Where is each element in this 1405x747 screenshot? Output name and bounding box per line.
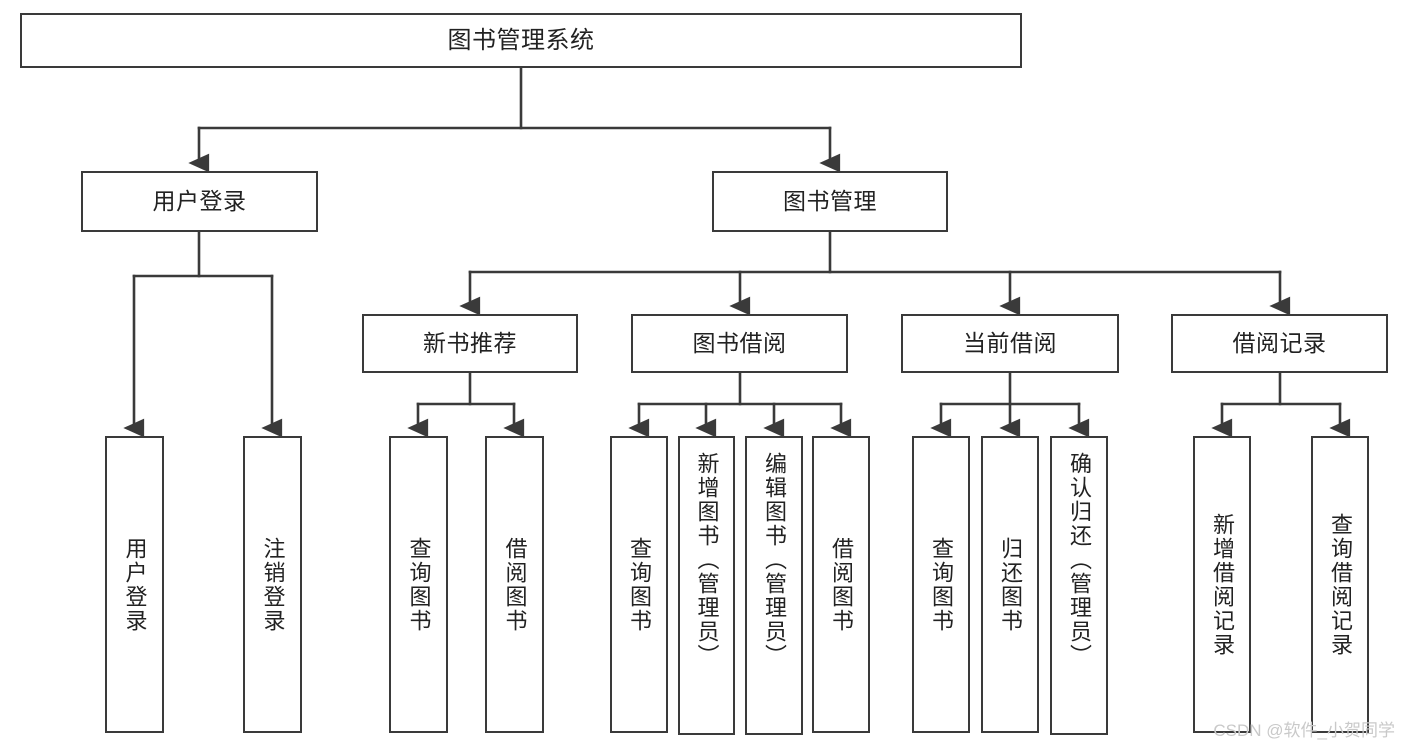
node-label: 用户登录	[152, 188, 247, 215]
node-book-borrow[interactable]: 图书借阅	[631, 314, 848, 373]
csdn-watermark: CSDN @软件_小贺同学	[1213, 721, 1395, 740]
node-label: 归还图书	[998, 536, 1023, 633]
node-label: 编辑图书（管理员）	[762, 452, 787, 668]
leaf-logout-login[interactable]: 注销登录	[243, 436, 302, 733]
node-book-manage[interactable]: 图书管理	[712, 171, 948, 232]
node-label: 借阅图书	[502, 536, 528, 633]
leaf-query-borrow-record[interactable]: 查询借阅记录	[1311, 436, 1369, 733]
node-label: 注销登录	[260, 536, 286, 633]
node-label: 当前借阅	[963, 330, 1057, 357]
node-root-system[interactable]: 图书管理系统	[20, 13, 1022, 68]
leaf-query-book-rec[interactable]: 查询图书	[389, 436, 448, 733]
node-current-borrow[interactable]: 当前借阅	[901, 314, 1119, 373]
node-label: 新增借阅记录	[1210, 512, 1235, 657]
node-user-login[interactable]: 用户登录	[81, 171, 318, 232]
leaf-query-book-current[interactable]: 查询图书	[912, 436, 970, 733]
leaf-add-book-admin[interactable]: 新增图书（管理员）	[678, 436, 735, 735]
node-label: 图书管理	[783, 188, 877, 215]
leaf-user-login[interactable]: 用户登录	[105, 436, 164, 733]
node-label: 借阅图书	[829, 536, 854, 633]
node-label: 图书借阅	[692, 330, 787, 357]
leaf-confirm-return-admin[interactable]: 确认归还（管理员）	[1050, 436, 1108, 735]
node-label: 新增图书（管理员）	[694, 452, 720, 668]
node-label: 查询借阅记录	[1328, 512, 1353, 657]
leaf-query-book-borrow[interactable]: 查询图书	[610, 436, 668, 733]
node-label: 图书管理系统	[447, 26, 595, 54]
node-label: 查询图书	[929, 536, 954, 633]
node-new-book-recommend[interactable]: 新书推荐	[362, 314, 578, 373]
node-label: 确认归还（管理员）	[1067, 452, 1092, 668]
node-label: 查询图书	[627, 536, 652, 633]
leaf-edit-book-admin[interactable]: 编辑图书（管理员）	[745, 436, 803, 735]
node-label: 新书推荐	[423, 330, 517, 357]
leaf-return-book[interactable]: 归还图书	[981, 436, 1039, 733]
node-borrow-record[interactable]: 借阅记录	[1171, 314, 1388, 373]
node-label: 用户登录	[122, 536, 148, 633]
node-label: 查询图书	[406, 536, 432, 633]
leaf-add-borrow-record[interactable]: 新增借阅记录	[1193, 436, 1251, 733]
node-label: 借阅记录	[1232, 330, 1327, 357]
leaf-borrow-book-borrow[interactable]: 借阅图书	[812, 436, 870, 733]
leaf-borrow-book-rec[interactable]: 借阅图书	[485, 436, 544, 733]
